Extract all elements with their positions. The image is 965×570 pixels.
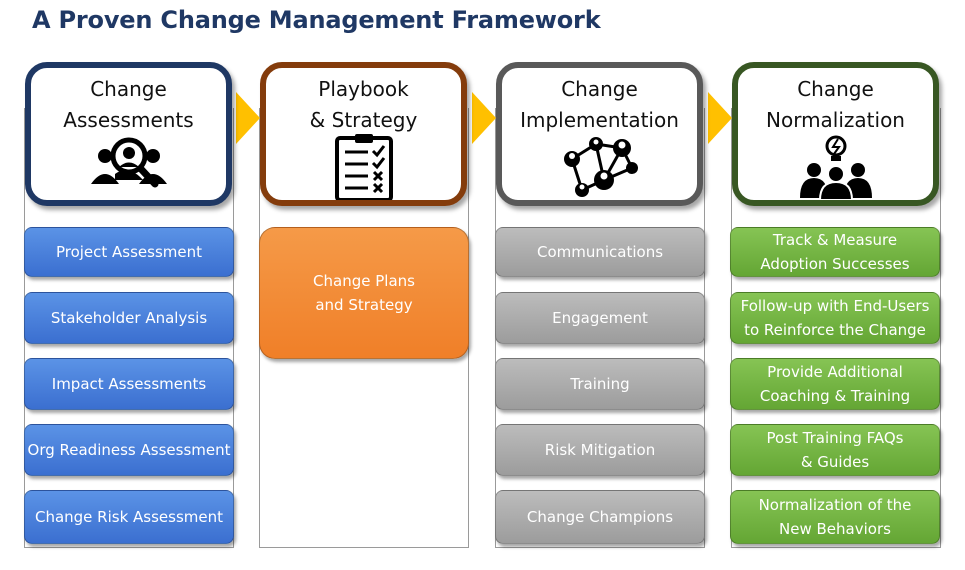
item-risk-mitigation[interactable]: Risk Mitigation bbox=[495, 424, 705, 476]
chevron-right-icon bbox=[472, 92, 496, 144]
item-change-plans-strategy[interactable]: Change Plans and Strategy bbox=[259, 227, 469, 359]
item-stakeholder-analysis[interactable]: Stakeholder Analysis bbox=[24, 292, 234, 344]
chevron-right-icon bbox=[708, 92, 732, 144]
group-idea-icon bbox=[799, 135, 872, 200]
chevron-right-icon bbox=[236, 92, 260, 144]
header-title: Playbook & Strategy bbox=[309, 77, 418, 132]
header-change-normalization: Change Normalization bbox=[732, 62, 939, 206]
item-change-risk-assessment[interactable]: Change Risk Assessment bbox=[24, 490, 234, 544]
page-title: A Proven Change Management Framework bbox=[32, 6, 601, 34]
item-communications[interactable]: Communications bbox=[495, 227, 705, 277]
header-title: Change Implementation bbox=[520, 77, 679, 132]
item-org-readiness-assessment[interactable]: Org Readiness Assessment bbox=[24, 424, 234, 476]
item-change-champions[interactable]: Change Champions bbox=[495, 490, 705, 544]
team-search-icon bbox=[90, 137, 167, 188]
item-additional-coaching[interactable]: Provide Additional Coaching & Training bbox=[730, 358, 940, 410]
item-impact-assessments[interactable]: Impact Assessments bbox=[24, 358, 234, 410]
header-change-assessments: Change Assessments bbox=[25, 62, 232, 206]
item-training[interactable]: Training bbox=[495, 358, 705, 410]
clipboard-checklist-icon bbox=[334, 134, 393, 200]
item-engagement[interactable]: Engagement bbox=[495, 292, 705, 344]
header-change-implementation: Change Implementation bbox=[496, 62, 703, 206]
item-normalization-behaviors[interactable]: Normalization of the New Behaviors bbox=[730, 490, 940, 544]
item-project-assessment[interactable]: Project Assessment bbox=[24, 227, 234, 277]
header-title: Change Assessments bbox=[63, 77, 194, 132]
item-post-training-faqs[interactable]: Post Training FAQs & Guides bbox=[730, 424, 940, 476]
header-title: Change Normalization bbox=[766, 77, 905, 132]
item-track-measure[interactable]: Track & Measure Adoption Successes bbox=[730, 227, 940, 277]
network-people-icon bbox=[563, 137, 638, 197]
header-playbook-strategy: Playbook & Strategy bbox=[260, 62, 467, 206]
item-follow-up[interactable]: Follow-up with End-Users to Reinforce th… bbox=[730, 292, 940, 344]
